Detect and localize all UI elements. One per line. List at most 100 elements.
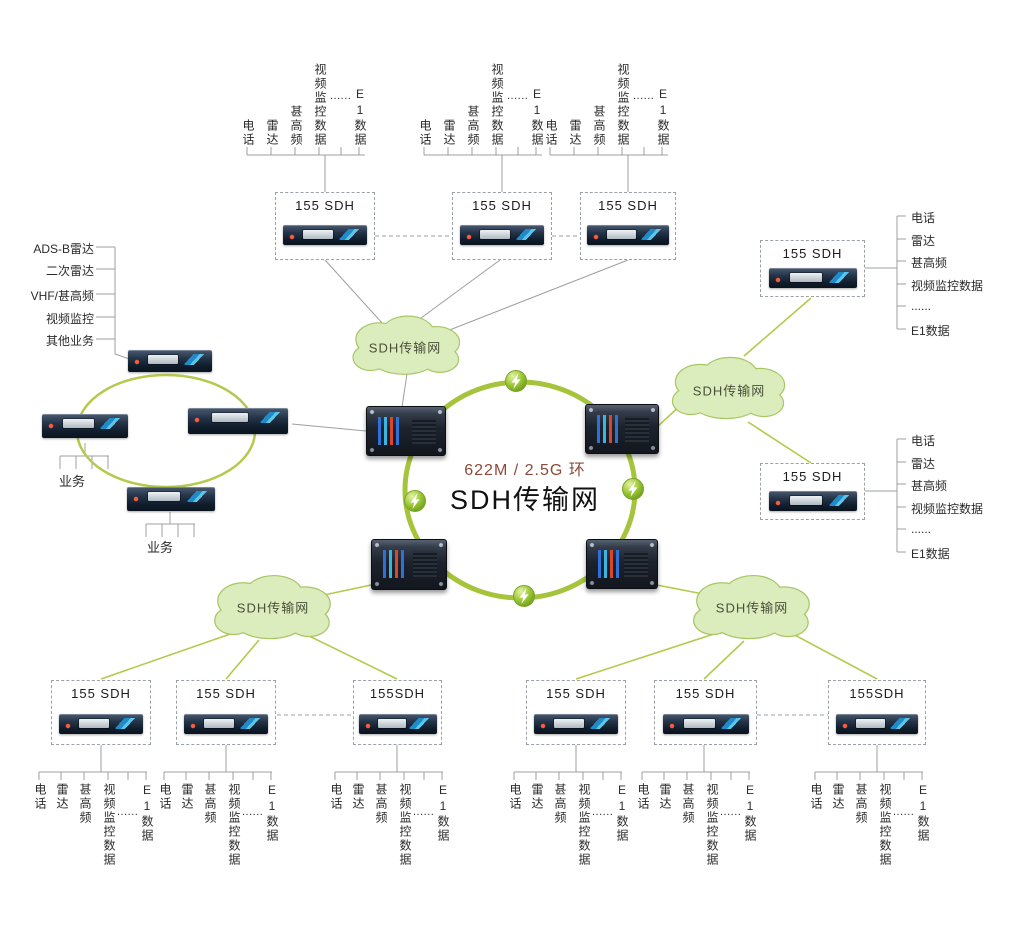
device-label: 155 SDH (782, 469, 843, 484)
sdh-155-site-box: 155 SDH (51, 680, 151, 745)
access-ring-device (128, 350, 212, 372)
cloud-label: SDH传输网 (236, 600, 310, 616)
signal-label: E1数据 (916, 783, 930, 843)
green-connection-lines (100, 297, 878, 680)
signal-label: 甚高频 (289, 105, 303, 147)
cloud-label: SDH传输网 (692, 383, 766, 399)
signal-label: 雷达 (530, 783, 544, 811)
sdh-155-device (663, 714, 749, 734)
device-label: 155 SDH (295, 198, 355, 213)
signal-label: 视频监控数据 (102, 783, 116, 867)
ellipsis-label: ...... (242, 806, 264, 818)
signal-label: 甚高频 (466, 105, 480, 147)
ellipsis-label: ...... (893, 806, 915, 818)
signal-label: 视频监控数据 (616, 63, 630, 147)
signal-label: 视频监控数据 (398, 783, 412, 867)
signal-label: 电话 (508, 783, 522, 811)
sdh-155-device (836, 714, 918, 734)
ellipsis-label: ...... (911, 522, 932, 536)
sdh-155-device (184, 714, 268, 734)
device-label: 155 SDH (472, 198, 532, 213)
cloud-label: SDH传输网 (368, 340, 442, 356)
signal-label: 甚高频 (911, 479, 948, 493)
signal-label: E1数据 (743, 783, 757, 843)
gray-connection-lines (38, 147, 923, 780)
sdh-155-device (587, 225, 669, 245)
signal-label: 视频监控数据 (227, 783, 241, 867)
signal-label: 雷达 (442, 119, 456, 147)
signal-label: 电话 (544, 119, 558, 147)
signal-label: E1数据 (615, 783, 629, 843)
signal-label: 电话 (636, 783, 650, 811)
lightning-node-icon (513, 585, 535, 607)
signal-label: 雷达 (180, 783, 194, 811)
dashed-connectors (277, 235, 828, 716)
business-label: 业务 (58, 474, 85, 489)
signal-label: 雷达 (911, 457, 936, 471)
signal-label: 电话 (33, 783, 47, 811)
signal-label: 视频监控数据 (490, 63, 504, 147)
device-label: 155 SDH (71, 686, 131, 701)
cloud-label: SDH传输网 (715, 600, 789, 616)
sdh-155-device (769, 491, 857, 511)
signal-label: 电话 (911, 434, 936, 448)
device-label: 155 SDH (196, 686, 256, 701)
sdh-155-site-box: 155 SDH (580, 192, 676, 260)
ellipsis-label: ...... (633, 90, 655, 102)
device-label: 155SDH (849, 686, 905, 701)
ellipsis-label: ...... (592, 806, 614, 818)
ring-node-device (366, 406, 446, 456)
ellipsis-label: ...... (720, 806, 742, 818)
signal-label: 电话 (418, 119, 432, 147)
sdh-155-site-box: 155SDH (353, 680, 442, 745)
device-label: 155 SDH (546, 686, 606, 701)
signal-label: 雷达 (351, 783, 365, 811)
service-label: ADS-B雷达 (33, 242, 94, 256)
signal-label: 电话 (158, 783, 172, 811)
ellipsis-label: ...... (413, 806, 435, 818)
access-ring-device (188, 408, 288, 434)
signal-label: 电话 (809, 783, 823, 811)
sdh-155-site-box: 155 SDH (176, 680, 276, 745)
sdh-155-site-box: 155 SDH (760, 240, 865, 297)
signal-label: 电话 (241, 119, 255, 147)
signal-label: 视频监控数据 (911, 502, 984, 516)
ring-title: SDH传输网 (449, 485, 600, 515)
signal-label: 甚高频 (374, 783, 388, 825)
sdh-155-site-box: 155SDH (828, 680, 926, 745)
signal-label: 甚高频 (553, 783, 567, 825)
signal-label: 甚高频 (203, 783, 217, 825)
signal-label: 雷达 (55, 783, 69, 811)
signal-label: E1数据 (436, 783, 450, 843)
service-label: 二次雷达 (45, 264, 94, 278)
ellipsis-label: ...... (911, 299, 932, 313)
lightning-node-icon (505, 370, 527, 392)
signal-label: 甚高频 (911, 256, 948, 270)
signal-label: E1数据 (911, 547, 950, 561)
signal-label: E1数据 (656, 87, 670, 147)
sdh-155-device (59, 714, 143, 734)
ellipsis-label: ...... (117, 806, 139, 818)
device-label: 155SDH (369, 686, 426, 701)
signal-label: 电话 (911, 211, 936, 225)
business-label: 业务 (146, 540, 173, 555)
device-label: 155 SDH (782, 246, 843, 261)
signal-label: 视频监控数据 (577, 783, 591, 867)
signal-label: 视频监控数据 (911, 279, 984, 293)
ellipsis-label: ...... (330, 90, 352, 102)
device-label: 155 SDH (598, 198, 658, 213)
signal-label: 甚高频 (78, 783, 92, 825)
signal-label: 雷达 (265, 119, 279, 147)
sdh-155-site-box: 155 SDH (654, 680, 757, 745)
signal-label: 甚高频 (681, 783, 695, 825)
ellipsis-label: ...... (507, 90, 529, 102)
sdh-155-device (359, 714, 437, 734)
signal-label: E1数据 (140, 783, 154, 843)
ring-node-device (585, 404, 659, 454)
sdh-155-site-box: 155 SDH (760, 463, 865, 520)
signal-label: 甚高频 (592, 105, 606, 147)
signal-label: E1数据 (353, 87, 367, 147)
sdh-155-site-box: 155 SDH (526, 680, 626, 745)
access-ring-device (42, 414, 128, 438)
